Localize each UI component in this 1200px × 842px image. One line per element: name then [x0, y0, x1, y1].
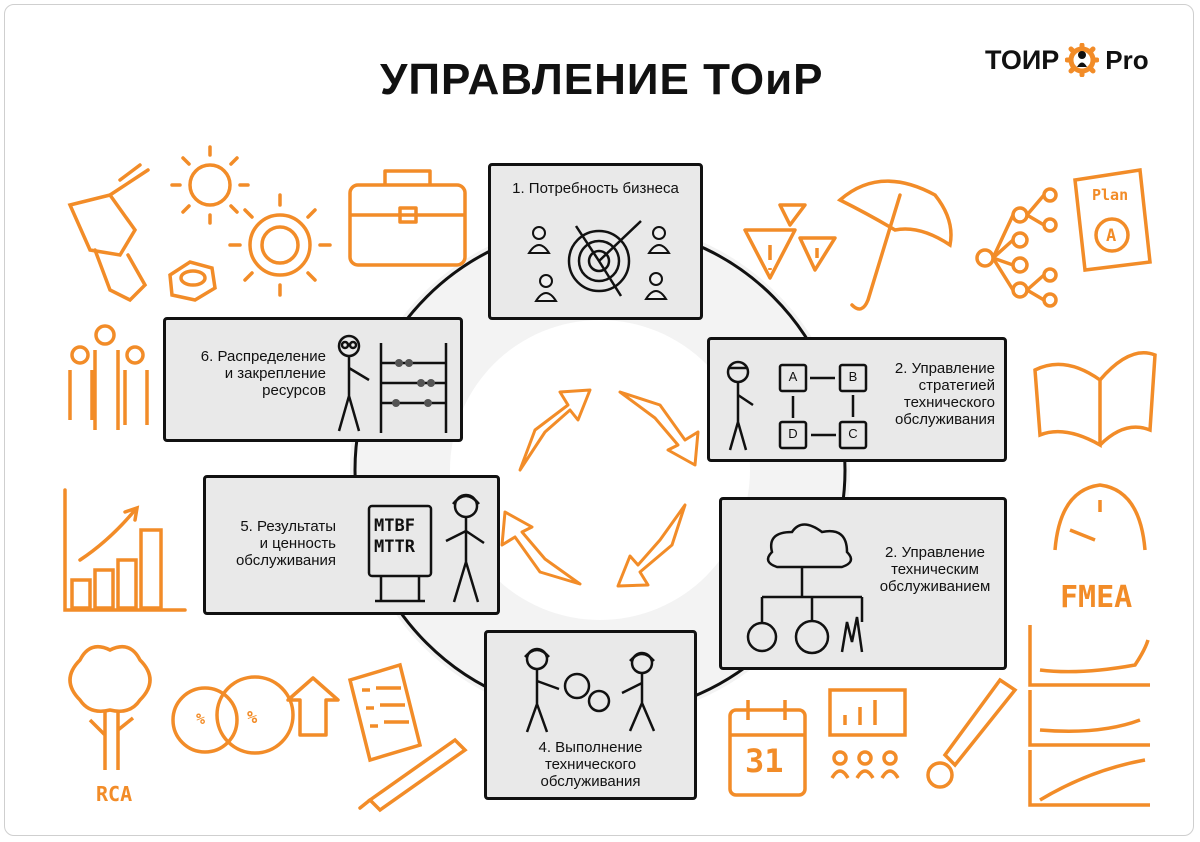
strategy-cell-d: D: [788, 426, 798, 441]
stage-2-line-4: обслуживания: [894, 411, 995, 428]
stage-4-line-3: обслуживания: [540, 773, 641, 790]
strategy-flow-icon: [726, 360, 868, 451]
stage-3-label: 2. Управление техническим обслуживанием: [862, 544, 1008, 595]
stage-6-line-2: и закрепление: [224, 365, 326, 382]
nut-icon: [168, 260, 217, 302]
stage-6-line-1: 6. Распределение: [200, 348, 326, 365]
stage-5-line-3: обслуживания: [235, 552, 336, 569]
cloud-diagnostics-icon: [746, 523, 864, 655]
stage-4-line-2: технического: [544, 756, 637, 773]
percent-label-1: %: [196, 710, 206, 728]
page-frame: [4, 4, 1194, 836]
metrics-board-icon: [367, 493, 485, 603]
stage-5-line-1: 5. Результаты: [240, 518, 336, 535]
thermometer-icon: [926, 677, 1018, 789]
calendar-day-label: 31: [745, 742, 784, 780]
logo-right-text: Pro: [1105, 44, 1149, 75]
growth-chart-icon: [63, 488, 187, 612]
stage-box-2: A B C D 2. Управление стратегией техниче…: [707, 337, 1007, 462]
stage-box-6: 6. Распределение и закрепление ресурсов: [163, 317, 463, 442]
calendar-icon: [728, 700, 807, 797]
plan-letter: A: [1106, 226, 1117, 246]
tree-icon: [68, 644, 152, 770]
strategy-cell-b: B: [848, 369, 858, 384]
stage-6-label: 6. Распределение и закрепление ресурсов: [171, 348, 326, 399]
stage-3-line-3: обслуживанием: [879, 578, 991, 595]
metric-mtbf: MTBF: [374, 516, 415, 536]
tree-structure-icon: [975, 187, 1058, 308]
stage-2-line-2: стратегией: [918, 377, 995, 394]
stage-2-label: 2. Управление стратегией технического об…: [870, 360, 995, 428]
stage-3-line-1: 2. Управление: [884, 544, 986, 561]
abacus-person-icon: [337, 334, 448, 433]
gear-icon: [1065, 43, 1100, 77]
stage-3-line-2: техническим: [891, 561, 979, 578]
umbrella-icon: [836, 179, 953, 311]
workers-gears-icon: [524, 647, 656, 733]
stage-4-label: 4. Выполнение технического обслуживания: [487, 739, 694, 790]
gauge-icon: [1053, 483, 1147, 551]
people-group-icon: [68, 324, 149, 430]
stage-box-1: 1. Потребность бизнеса: [488, 163, 703, 320]
metrics-board-text: MTBF MTTR: [374, 516, 415, 558]
plan-document-icon: [1073, 167, 1152, 272]
strategy-cell-a: A: [788, 369, 798, 384]
sun-gear-large-icon: [248, 213, 312, 277]
stage-2-line-1: 2. Управление: [894, 360, 995, 377]
target-with-people-icon: [527, 220, 671, 302]
checklist-icon: [347, 662, 423, 763]
stage-4-line-1: 4. Выполнение: [538, 739, 643, 756]
stage-box-3: 2. Управление техническим обслуживанием: [719, 497, 1007, 670]
stage-2-line-3: технического: [903, 394, 995, 411]
up-arrow-icon: [286, 676, 340, 737]
stage-6-line-3: ресурсов: [262, 382, 326, 399]
fmea-label: FMEA: [1060, 580, 1133, 615]
stage-box-4: 4. Выполнение технического обслуживания: [484, 630, 697, 800]
presentation-icon: [828, 688, 907, 779]
stage-1-label: 1. Потребность бизнеса: [512, 180, 679, 197]
strategy-cell-c: C: [848, 426, 858, 441]
logo: ТОИР Pro: [985, 40, 1149, 80]
stage-5-label: 5. Результаты и ценность обслуживания: [211, 518, 336, 569]
sun-gear-small-icon: [188, 163, 232, 207]
rca-label: RCA: [96, 782, 133, 806]
metric-mttr: MTTR: [374, 537, 415, 557]
stage-5-line-2: и ценность: [259, 535, 336, 552]
cycle-arrows-icon: [500, 388, 700, 588]
percent-label-2: %: [247, 708, 258, 728]
percent-circles-icon: [171, 675, 295, 755]
trend-graphs-icon: [1028, 625, 1150, 807]
briefcase-icon: [348, 169, 467, 267]
drill-icon: [67, 163, 150, 303]
page-title: УПРАВЛЕНИЕ ТОиР: [380, 55, 824, 104]
warning-signs-icon: [743, 203, 837, 280]
plan-label: Plan: [1092, 186, 1129, 204]
stage-box-5: 5. Результаты и ценность обслуживания MT…: [203, 475, 500, 615]
logo-left-text: ТОИР: [985, 44, 1060, 75]
pen-icon: [358, 737, 468, 813]
open-book-icon: [1033, 351, 1157, 449]
